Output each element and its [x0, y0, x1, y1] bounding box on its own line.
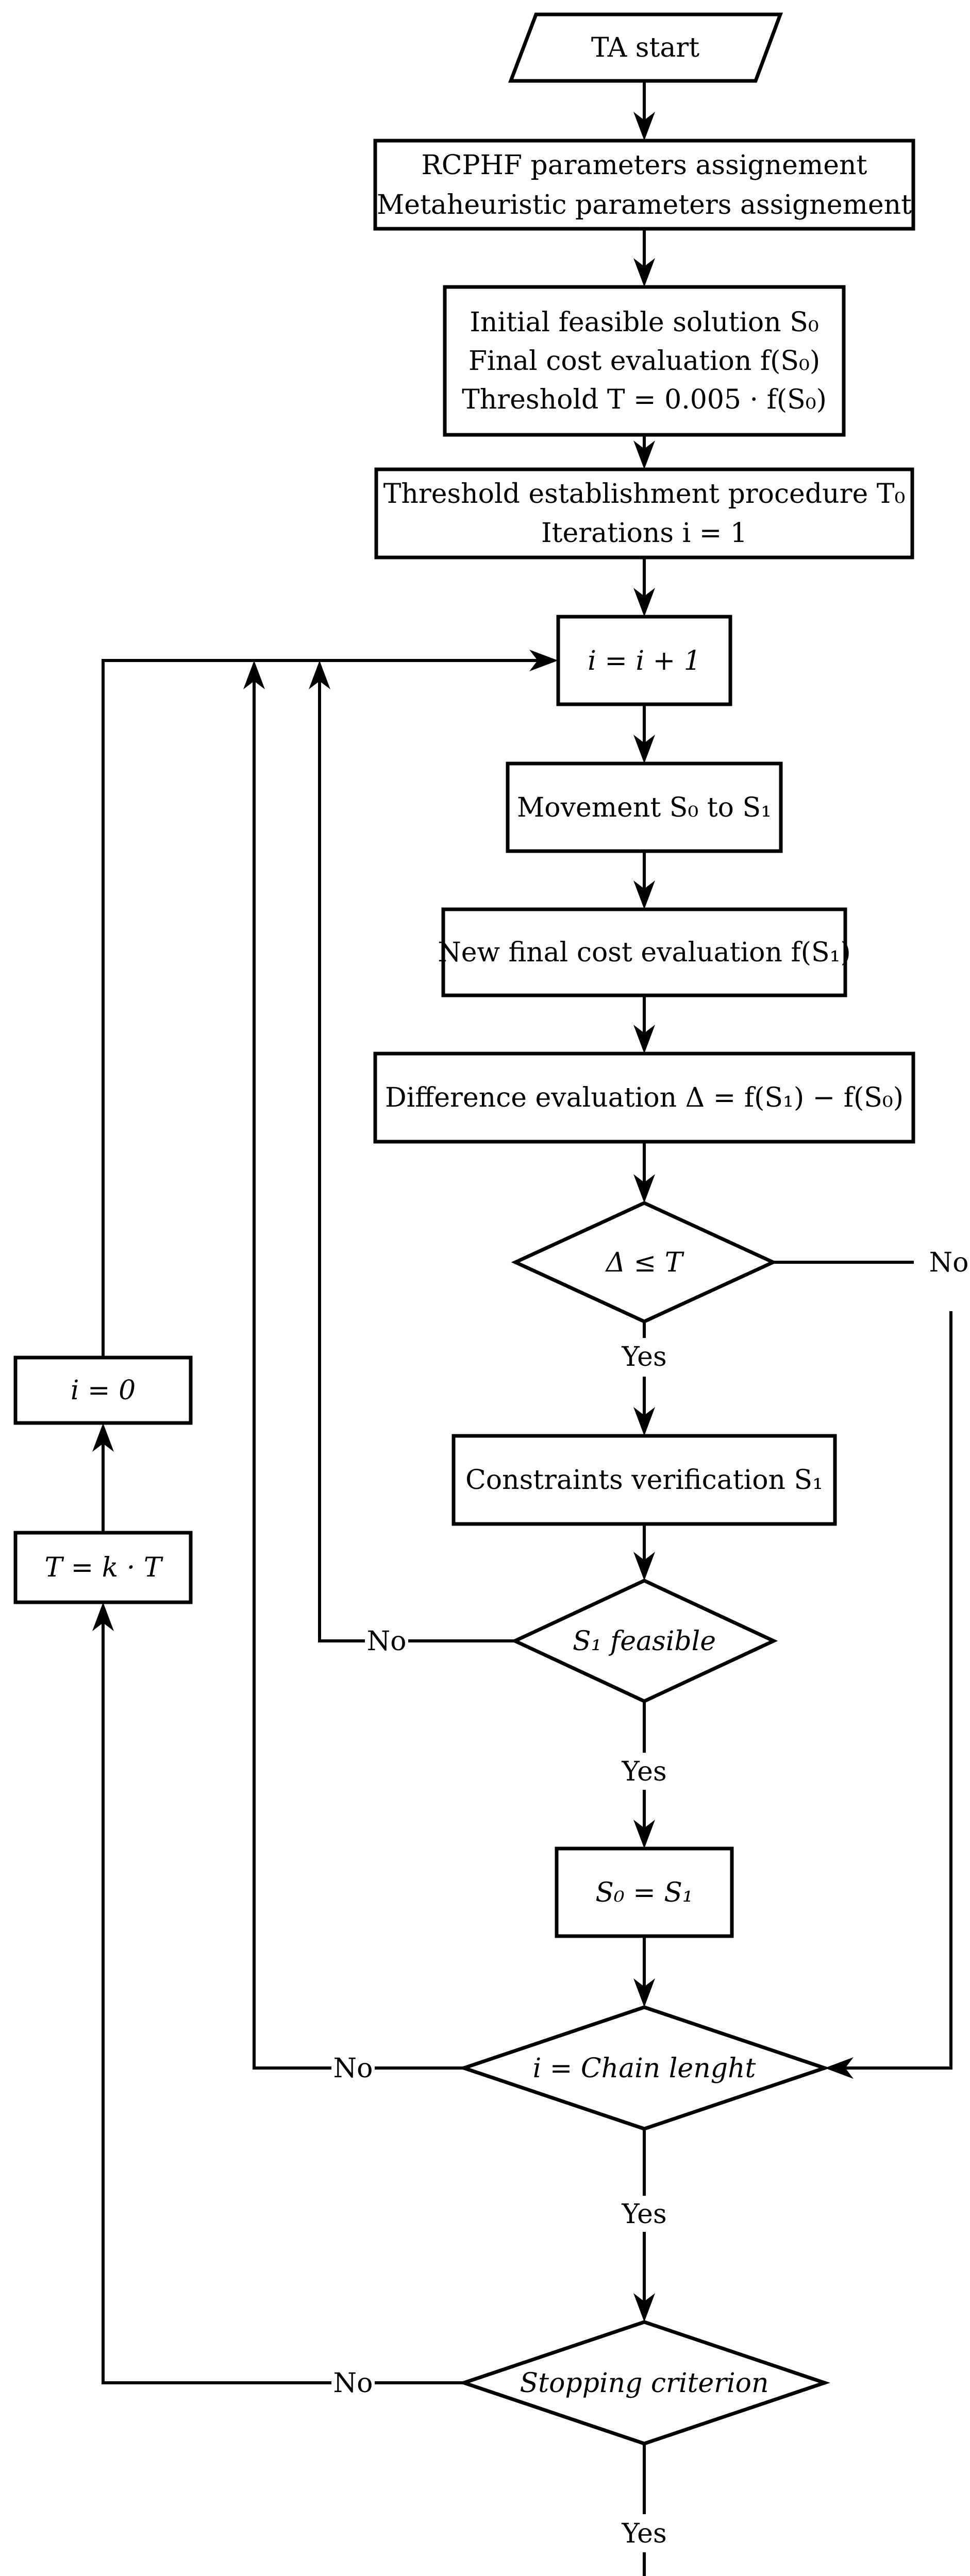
arrow-down-icon: [633, 112, 655, 141]
node-initial-line2: Final cost evaluation f(S₀): [469, 346, 820, 377]
decision-chain-check: i = Chain lenght: [458, 2005, 830, 2131]
edge-delta-no: [773, 1261, 952, 2079]
node-increment-label: i = i + 1: [588, 646, 701, 676]
node-movement: Movement S₀ to S₁: [506, 761, 783, 853]
arrow-up-icon: [309, 660, 330, 689]
arrow-down-icon: [633, 1552, 655, 1581]
decision-stop-label: Stopping criterion: [520, 2368, 769, 2399]
node-reset-label: i = 0: [71, 1375, 136, 1406]
edge-movement-to-newcost: [633, 851, 655, 909]
delta-yes-label: Yes: [621, 1342, 666, 1372]
node-difference: Difference evaluation Δ = f(S₁) − f(S₀): [373, 1052, 915, 1144]
delta-no-label: No: [929, 1247, 969, 1278]
node-reduce-threshold: T = k · T: [13, 1531, 193, 1604]
edge-chain-yes: [633, 2129, 655, 2322]
arrow-down-icon: [633, 440, 655, 469]
feasible-no-label: No: [367, 1626, 407, 1657]
edge-delta-yes: [633, 1321, 655, 1436]
node-params-line2: Metaheuristic parameters assignement: [377, 190, 912, 221]
node-start: TA start: [508, 12, 783, 83]
edge-accept-to-chain: [633, 1936, 655, 2007]
node-difference-label: Difference evaluation Δ = f(S₁) − f(S₀): [385, 1082, 904, 1113]
stop-no-label: No: [333, 2368, 373, 2399]
node-increment: i = i + 1: [556, 615, 732, 706]
edge-start-to-params: [633, 81, 655, 141]
arrow-down-icon: [633, 1978, 655, 2007]
node-threshold-procedure: Threshold establishment procedure T₀ Ite…: [374, 467, 914, 560]
edge-init-to-threshold-proc: [633, 435, 655, 469]
arrow-down-icon: [633, 1174, 655, 1203]
edge-reset-to-increment: [102, 650, 558, 1358]
arrow-up-icon: [243, 660, 265, 689]
node-initial-line3: Threshold T = 0.005 · f(S₀): [462, 384, 827, 415]
arrow-down-icon: [633, 880, 655, 909]
arrow-right-icon: [529, 650, 558, 671]
edge-increment-to-movement: [633, 704, 655, 764]
decision-feasible-check: S₁ feasible: [510, 1579, 778, 1703]
arrow-down-icon: [633, 735, 655, 764]
node-constraints-label: Constraints verification S₁: [465, 1465, 823, 1496]
node-reduce-label: T = k · T: [44, 1552, 163, 1583]
edge-newcost-to-difference: [633, 995, 655, 1054]
edge-feasible-no: [309, 660, 515, 1642]
arrow-down-icon: [633, 588, 655, 617]
node-movement-label: Movement S₀ to S₁: [517, 792, 772, 823]
edge-feasible-yes: [633, 1701, 655, 1849]
node-start-label: TA start: [591, 32, 699, 63]
arrow-down-icon: [633, 258, 655, 287]
node-initial-solution: Initial feasible solution S₀ Final cost …: [443, 285, 846, 437]
arrow-down-icon: [633, 1025, 655, 1054]
edge-constraints-to-feasible: [633, 1524, 655, 1581]
edge-chain-no: [243, 660, 464, 2070]
node-accept-label: S₀ = S₁: [595, 1877, 693, 1908]
edge-stop-no: [92, 1602, 464, 2384]
decision-delta-label: Δ ≤ T: [605, 1247, 684, 1278]
arrow-down-icon: [633, 1820, 655, 1849]
chain-no-label: No: [333, 2053, 373, 2084]
node-new-cost-label: New final cost evaluation f(S₁): [438, 937, 851, 968]
stop-yes-label: Yes: [621, 2518, 666, 2549]
node-params-line1: RCPHF parameters assignement: [422, 150, 867, 181]
decision-stop-check: Stopping criterion: [458, 2320, 830, 2446]
node-initial-line1: Initial feasible solution S₀: [470, 307, 818, 338]
node-accept: S₀ = S₁: [555, 1846, 734, 1938]
edge-stop-yes: [643, 2444, 646, 2576]
arrow-up-icon: [92, 1423, 114, 1452]
node-constraints: Constraints verification S₁: [451, 1434, 837, 1526]
chain-yes-label: Yes: [621, 2199, 666, 2230]
node-params-assignment: RCPHF parameters assignement Metaheurist…: [373, 139, 915, 231]
node-new-cost: New final cost evaluation f(S₁): [438, 907, 851, 997]
node-threshold-line1: Threshold establishment procedure T₀: [383, 479, 906, 510]
feasible-yes-label: Yes: [621, 1756, 666, 1787]
arrow-left-icon: [825, 2057, 854, 2079]
decision-delta-check: Δ ≤ T: [511, 1201, 778, 1324]
edge-params-to-init: [633, 229, 655, 287]
node-threshold-line2: Iterations i = 1: [541, 518, 747, 549]
arrow-down-icon: [633, 1407, 655, 1436]
edge-threshold-proc-to-increment: [633, 557, 655, 617]
edge-reduce-to-reset: [92, 1423, 114, 1533]
node-reset-iterations: i = 0: [13, 1355, 193, 1425]
decision-feasible-label: S₁ feasible: [573, 1626, 716, 1657]
decision-chain-label: i = Chain lenght: [533, 2053, 756, 2084]
edge-difference-to-delta-check: [633, 1142, 655, 1203]
arrow-down-icon: [633, 2293, 655, 2322]
arrow-up-icon: [92, 1602, 114, 1631]
